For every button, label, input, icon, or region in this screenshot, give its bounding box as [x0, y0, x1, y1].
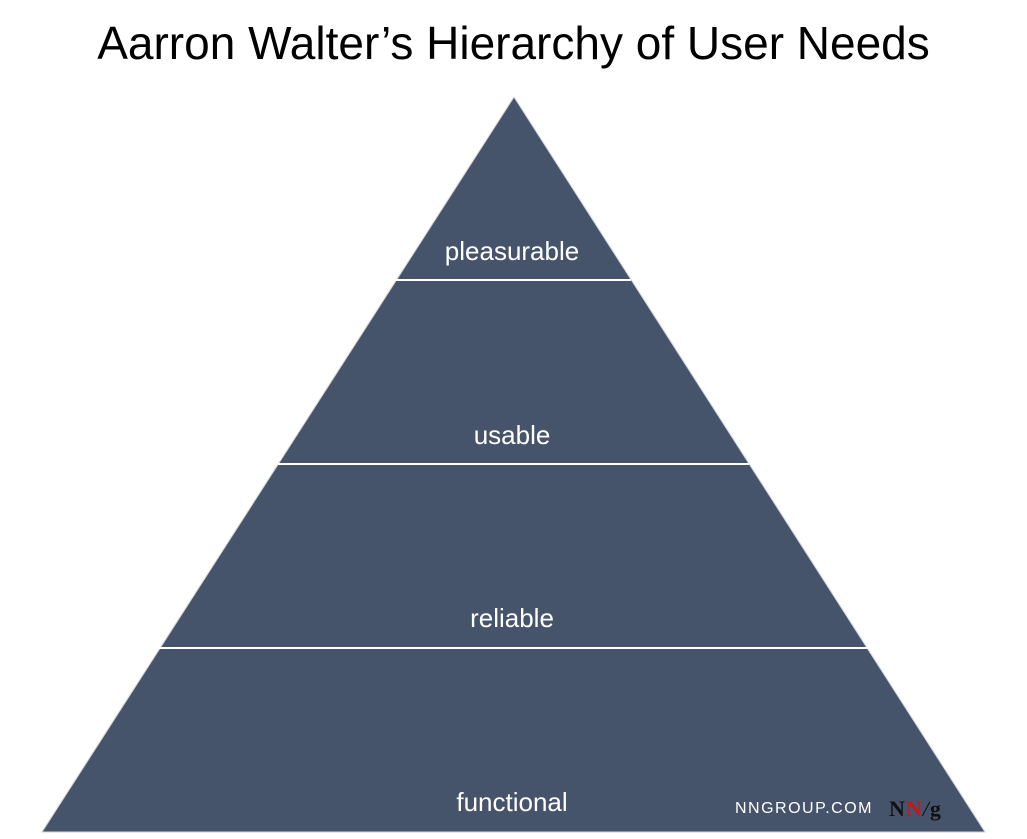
nngroup-watermark: NNGROUP.COM NN/g: [735, 796, 942, 822]
tier-label-functional: functional: [456, 787, 567, 817]
logo-letter-g: g: [929, 796, 942, 821]
tier-label-reliable: reliable: [470, 603, 554, 633]
logo-slash: /: [922, 796, 930, 821]
logo-letter-n2: N: [905, 796, 923, 821]
logo-letter-n1: N: [889, 796, 906, 821]
tier-label-usable: usable: [474, 420, 551, 450]
watermark-site-text: NNGROUP.COM: [735, 800, 873, 817]
diagram-title: Aarron Walter’s Hierarchy of User Needs: [97, 17, 930, 69]
nng-logo: NN/g: [889, 796, 942, 822]
tier-label-pleasurable: pleasurable: [445, 236, 579, 266]
